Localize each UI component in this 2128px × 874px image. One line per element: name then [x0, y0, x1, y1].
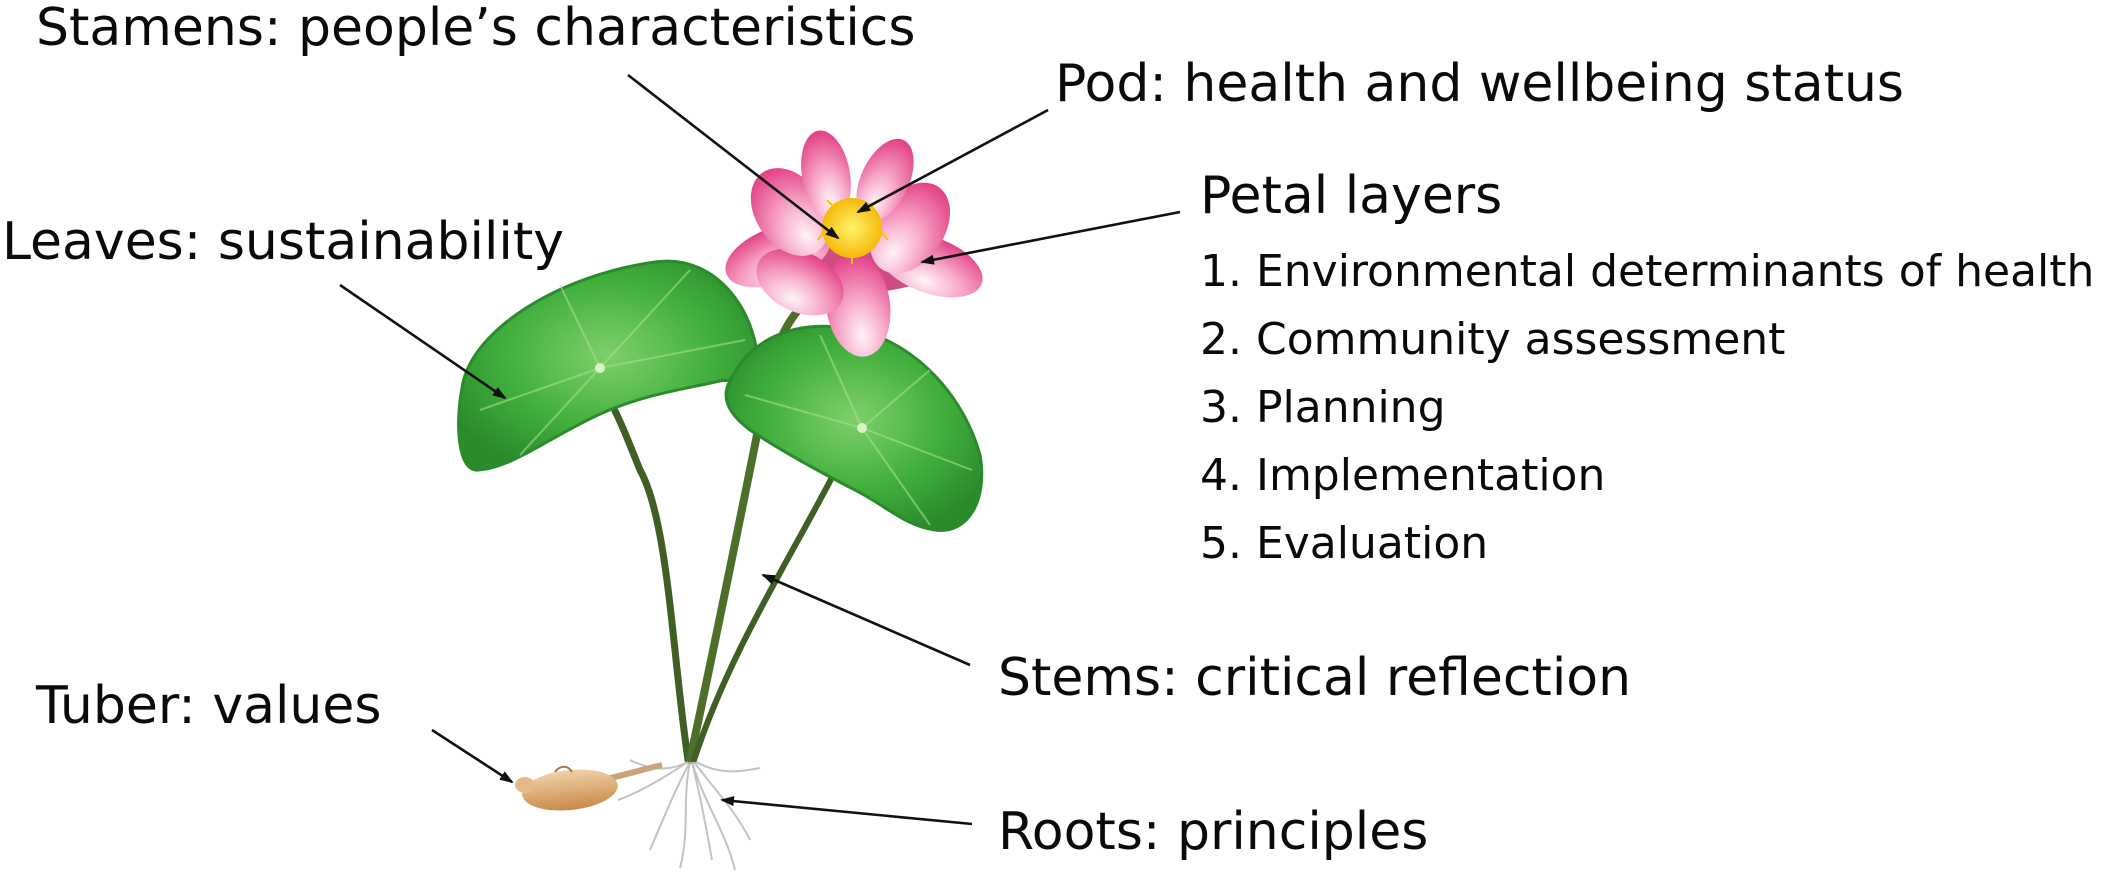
label-petal-layers: Petal layers	[1200, 166, 1503, 226]
label-stems: Stems: critical reflection	[998, 648, 1632, 708]
leaf-right	[724, 324, 984, 532]
leaf-left	[457, 259, 760, 472]
arrow-leaves	[339, 283, 507, 400]
lotus-flower	[725, 130, 983, 357]
arrow-tuber	[431, 728, 514, 784]
petal-layer-item-2: 2. Community assessment	[1200, 314, 1786, 365]
label-leaves: Leaves: sustainability	[2, 212, 564, 272]
stem-left-leaf	[608, 401, 692, 764]
label-tuber: Tuber: values	[36, 676, 382, 736]
arrow-roots	[720, 796, 973, 826]
label-roots: Roots: principles	[998, 802, 1429, 862]
arrow-stamens	[627, 73, 840, 240]
petal-layer-item-4: 4. Implementation	[1200, 450, 1606, 501]
arrow-pod	[856, 108, 1049, 214]
petal	[756, 248, 844, 316]
pointer-arrows	[339, 73, 1181, 826]
label-stamens: Stamens: people’s characteristics	[36, 0, 916, 58]
petal	[825, 253, 891, 357]
arrow-stems	[761, 573, 971, 667]
petal	[801, 130, 851, 220]
stem-right-leaf	[691, 459, 843, 763]
arrow-petal-layers	[920, 210, 1181, 265]
roots	[617, 759, 761, 871]
flower-pod	[822, 198, 882, 258]
tuber	[515, 762, 663, 811]
petal	[856, 138, 914, 222]
petal-layer-item-3: 3. Planning	[1200, 382, 1446, 433]
petal-layer-item-5: 5. Evaluation	[1200, 518, 1489, 569]
petal-layer-item-1: 1. Environmental determinants of health	[1200, 246, 2095, 297]
label-pod: Pod: health and wellbeing status	[1055, 54, 1905, 114]
